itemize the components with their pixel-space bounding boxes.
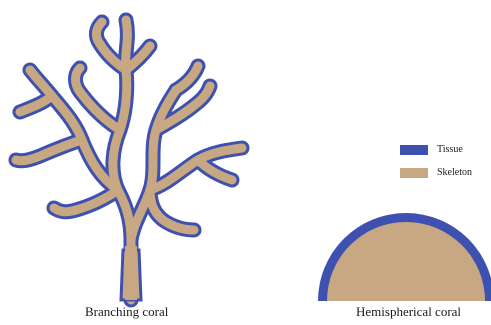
branching-coral-trunk-inner bbox=[125, 246, 137, 300]
caption-hemispherical-coral: Hemispherical coral bbox=[356, 304, 461, 320]
skeleton-swatch bbox=[400, 168, 428, 178]
legend-item-tissue: Tissue bbox=[400, 143, 463, 157]
caption-branching-coral: Branching coral bbox=[85, 304, 168, 320]
legend-label-skeleton: Skeleton bbox=[437, 166, 472, 180]
legend-item-skeleton: Skeleton bbox=[400, 166, 472, 180]
legend-label-tissue: Tissue bbox=[437, 143, 463, 157]
tissue-swatch bbox=[400, 145, 428, 155]
